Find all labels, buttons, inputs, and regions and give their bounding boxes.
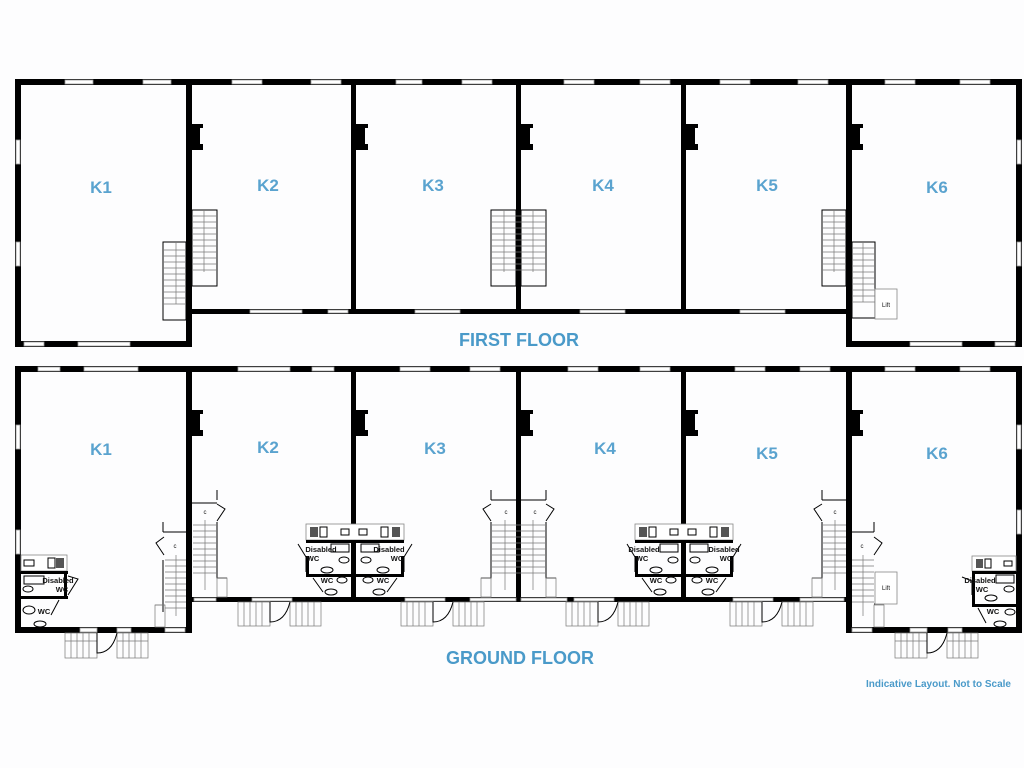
wc-block-k4-k5: Disabled WC Disabled WC WC WC bbox=[626, 523, 742, 596]
disabled-wc-label: WC bbox=[391, 554, 404, 563]
first-floor-stairs bbox=[162, 209, 876, 321]
disabled-wc-label: WC bbox=[720, 554, 733, 563]
disabled-wc-label: Disabled bbox=[373, 545, 405, 554]
ground-floor-unit-k6: K6 bbox=[926, 444, 948, 463]
disabled-wc-label: WC bbox=[307, 554, 320, 563]
wc-label: WC bbox=[987, 607, 1000, 616]
entrance-steps bbox=[64, 601, 979, 659]
disabled-wc-label: Disabled bbox=[42, 576, 74, 585]
ground-floor-unit-k1: K1 bbox=[90, 440, 112, 459]
ground-floor-stairs: c c bbox=[154, 490, 885, 628]
cupboard-label: c bbox=[534, 510, 537, 516]
ground-floor-lift-label: Lift bbox=[882, 586, 890, 592]
scale-disclaimer: Indicative Layout. Not to Scale bbox=[866, 679, 1011, 690]
wc-label: WC bbox=[650, 576, 663, 585]
wc-label: WC bbox=[38, 607, 51, 616]
ground-floor-unit-k4: K4 bbox=[594, 439, 616, 458]
disabled-wc-label: Disabled bbox=[628, 545, 660, 554]
wc-label: WC bbox=[321, 576, 334, 585]
cupboard-label: c bbox=[174, 544, 177, 550]
cupboard-label: c bbox=[204, 510, 207, 516]
ground-floor-top-windows bbox=[37, 366, 991, 372]
first-floor-unit-k6: K6 bbox=[926, 178, 948, 197]
ground-floor-unit-k3: K3 bbox=[424, 439, 446, 458]
first-floor-unit-k5: K5 bbox=[756, 176, 778, 195]
ground-floor-lift bbox=[874, 571, 898, 605]
first-floor-unit-k2: K2 bbox=[257, 176, 279, 195]
chimney-breasts bbox=[191, 124, 863, 150]
cupboard-label: c bbox=[834, 510, 837, 516]
wc-block-k2-k3: Disabled WC Disabled WC WC WC bbox=[297, 523, 413, 596]
first-floor-unit-k3: K3 bbox=[422, 176, 444, 195]
first-floor-plan: Lift K1 K2 K3 K4 K5 K6 FIRST FLOOR bbox=[15, 79, 1022, 350]
ground-floor-unit-k2: K2 bbox=[257, 438, 279, 457]
ground-floor-unit-k5: K5 bbox=[756, 444, 778, 463]
cupboard-label: c bbox=[861, 544, 864, 550]
first-floor-top-windows bbox=[64, 79, 991, 85]
first-floor-unit-k1: K1 bbox=[90, 178, 112, 197]
wc-label: WC bbox=[377, 576, 390, 585]
first-floor-lift-label: Lift bbox=[882, 303, 890, 309]
first-floor-unit-k4: K4 bbox=[592, 176, 614, 195]
ground-floor-title: GROUND FLOOR bbox=[446, 648, 594, 668]
wc-label: WC bbox=[706, 576, 719, 585]
disabled-wc-label: WC bbox=[636, 554, 649, 563]
disabled-wc-label: Disabled bbox=[964, 576, 996, 585]
ground-floor-plan: c c bbox=[15, 366, 1022, 668]
first-floor-lift bbox=[874, 288, 898, 320]
disabled-wc-label: Disabled bbox=[305, 545, 337, 554]
wc-block-k1: Disabled WC WC bbox=[20, 554, 79, 628]
disabled-wc-label: Disabled bbox=[708, 545, 740, 554]
first-floor-title: FIRST FLOOR bbox=[459, 330, 579, 350]
disabled-wc-label: WC bbox=[976, 585, 989, 594]
wc-block-k6: Disabled WC WC bbox=[961, 555, 1017, 628]
cupboard-label: c bbox=[505, 510, 508, 516]
disabled-wc-label: WC bbox=[56, 585, 69, 594]
